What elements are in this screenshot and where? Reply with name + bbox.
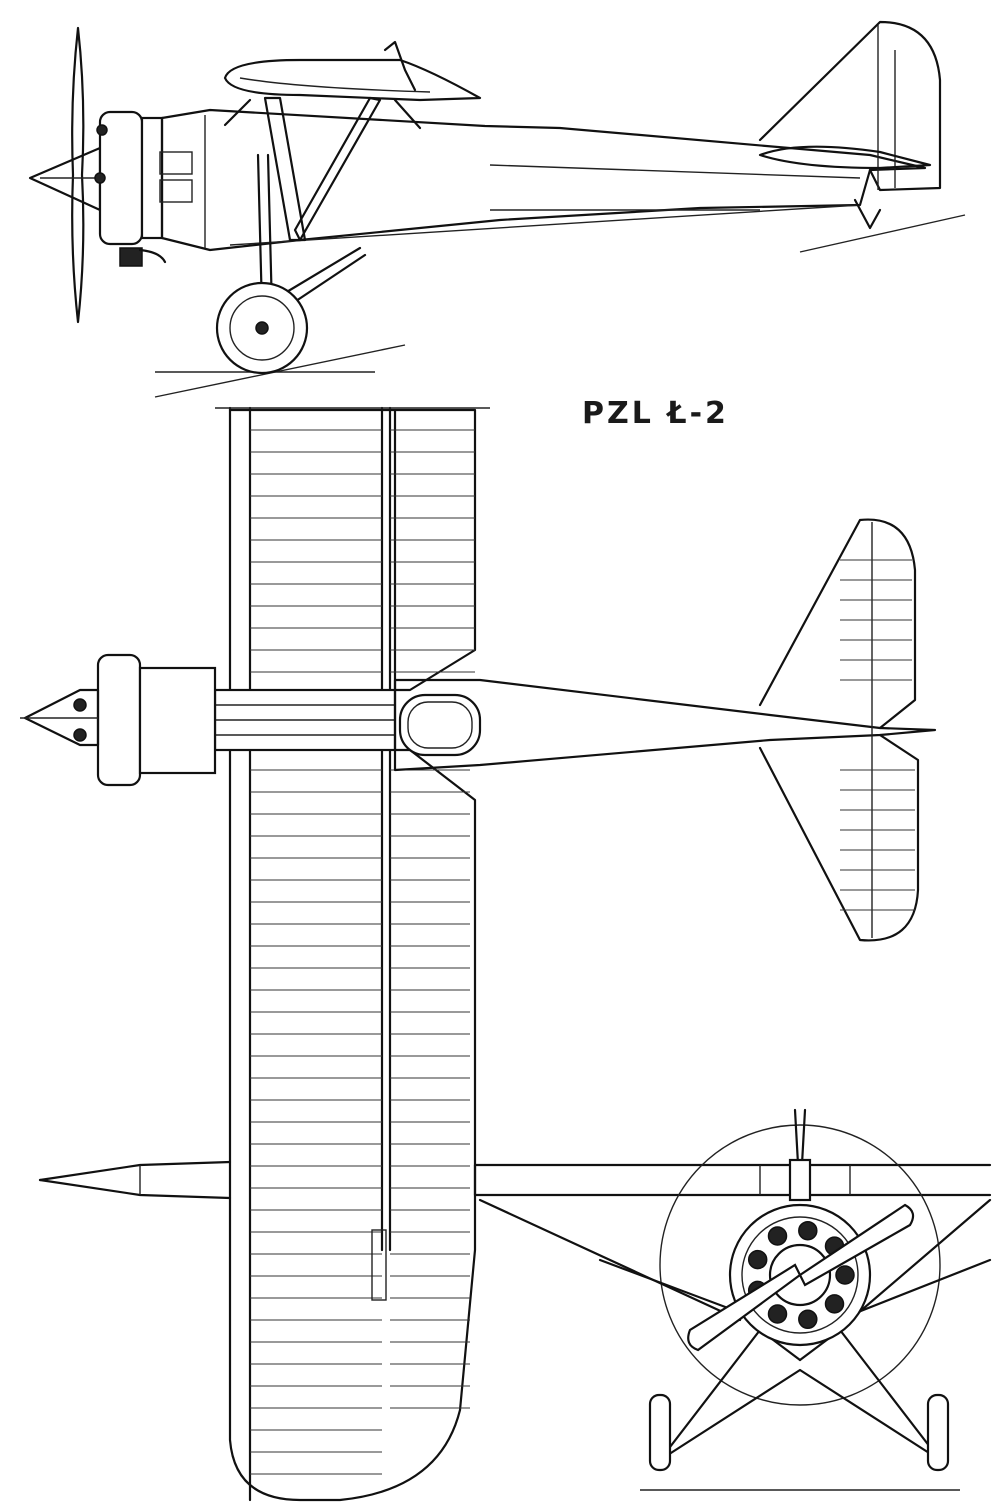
engine-cylinder: [767, 1226, 788, 1246]
top-cockpit: [398, 693, 482, 757]
top-wing-upper-half: [228, 408, 477, 692]
top-wing-ribs-upper: [250, 429, 475, 673]
side-engine: [94, 110, 167, 267]
engine-cylinder: [747, 1249, 768, 1270]
aileron-hinge: [371, 1229, 387, 1301]
top-engine: [20, 653, 217, 787]
aircraft-designation-title: PZL Ł-2: [582, 396, 729, 431]
engine-cylinder: [767, 1304, 788, 1324]
engine-cylinder: [798, 1309, 818, 1330]
side-wing: [223, 58, 482, 102]
top-wing-outline: [228, 406, 477, 1502]
front-propeller-blade-upper: [798, 1203, 915, 1287]
front-wheel-right: [926, 1393, 950, 1472]
side-fuselage: [160, 108, 927, 252]
top-wing-ribs-lower: [250, 769, 470, 1475]
front-struts: [478, 1198, 992, 1462]
engine-cylinder: [798, 1220, 818, 1241]
front-cabane: [788, 1158, 812, 1202]
tail-ground-line: [799, 214, 966, 253]
side-wing-struts: [223, 96, 422, 242]
strut-projection-left: [38, 1160, 232, 1182]
top-view: [20, 406, 937, 1502]
side-ground-angle-line: [154, 344, 406, 398]
top-fuselage: [393, 678, 937, 772]
engine-cylinder: [835, 1265, 855, 1285]
front-view: [473, 1108, 992, 1491]
front-propeller-blade-lower: [687, 1263, 802, 1352]
front-propeller-disk: [659, 1124, 941, 1406]
top-horizontal-tail: [758, 518, 920, 942]
side-landing-gear: [215, 153, 367, 375]
engine-cylinder: [824, 1294, 845, 1314]
side-view: [28, 20, 966, 398]
front-wing: [473, 1163, 992, 1197]
side-tail: [758, 20, 942, 230]
front-wheel-left: [648, 1393, 672, 1472]
